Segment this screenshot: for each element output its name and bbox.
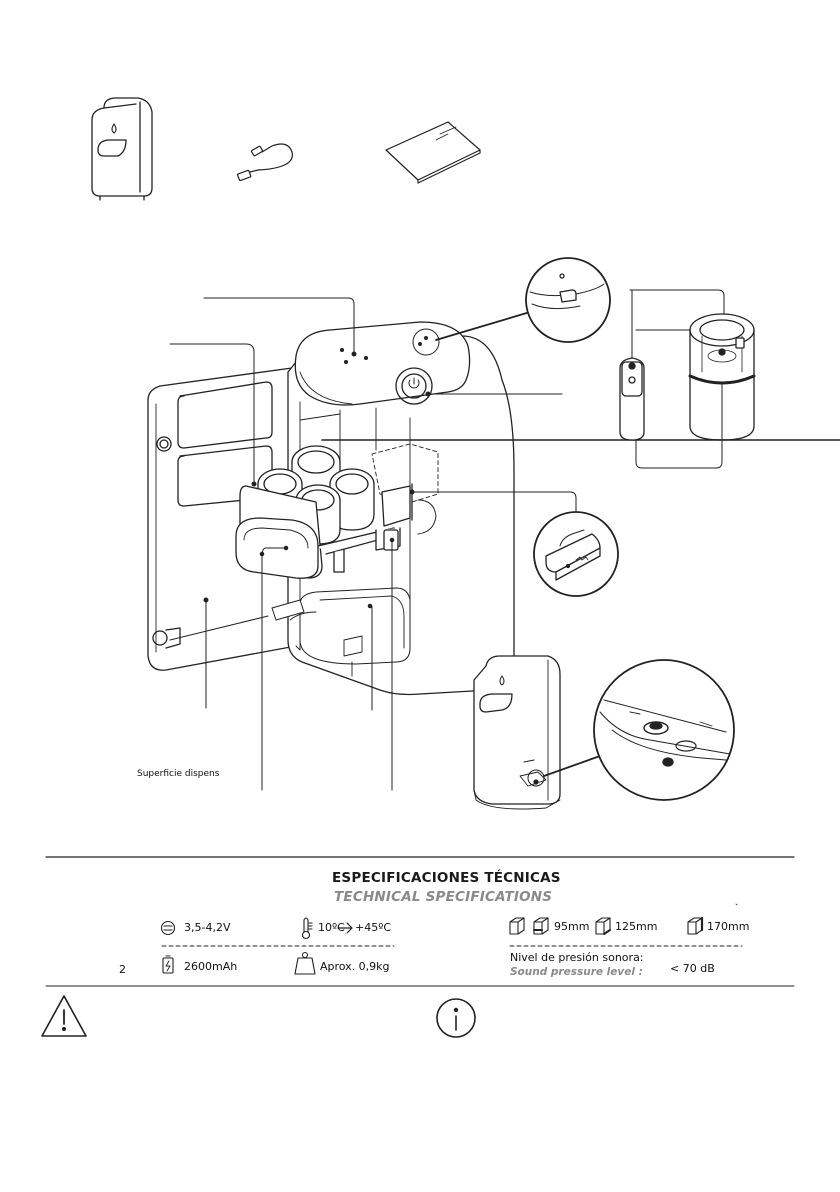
cube-icon (510, 918, 524, 934)
cube-depth-icon (596, 918, 610, 934)
weight-icon (295, 953, 315, 975)
specs-title-es: ESPECIFICACIONES TÉCNICAS (332, 870, 561, 886)
spec-temp-from: 10ºC (318, 921, 345, 934)
dispenser-thumbnail (92, 98, 152, 200)
capsule-battery-detail (620, 290, 754, 468)
usb-cable-thumbnail (237, 144, 292, 181)
zoom-port-detail (534, 512, 618, 596)
spec-dim-1: 95mm (554, 920, 589, 933)
page-number: 2 (119, 963, 126, 976)
zoom-top-corner (526, 258, 610, 342)
spec-battery: 2600mAh (184, 960, 237, 973)
info-icon (437, 999, 475, 1037)
main-dispenser-drawing (148, 322, 514, 695)
underside-detail (474, 656, 734, 809)
spec-dim-3: 170mm (707, 920, 749, 933)
battery-icon (163, 956, 173, 973)
spec-dim-2: 125mm (615, 920, 657, 933)
warning-icon (42, 996, 86, 1036)
label-dispense-surface: Superficie dispens (137, 769, 219, 779)
cube-width-icon (534, 918, 548, 934)
spec-voltage: 3,5-4,2V (184, 921, 230, 934)
voltage-icon (162, 922, 175, 935)
specs-title-en: TECHNICAL SPECIFICATIONS (334, 889, 552, 905)
cube-height-icon (688, 918, 702, 934)
spec-noise-en: Sound pressure level : (510, 966, 643, 978)
spec-weight: Aprox. 0,9kg (320, 960, 390, 973)
spec-temp-to: +45ºC (355, 921, 391, 934)
spec-noise-es: Nivel de presión sonora: (510, 951, 644, 964)
thermometer-icon (303, 918, 313, 939)
spec-noise-value: < 70 dB (670, 962, 715, 975)
manual-thumbnail (386, 122, 480, 183)
